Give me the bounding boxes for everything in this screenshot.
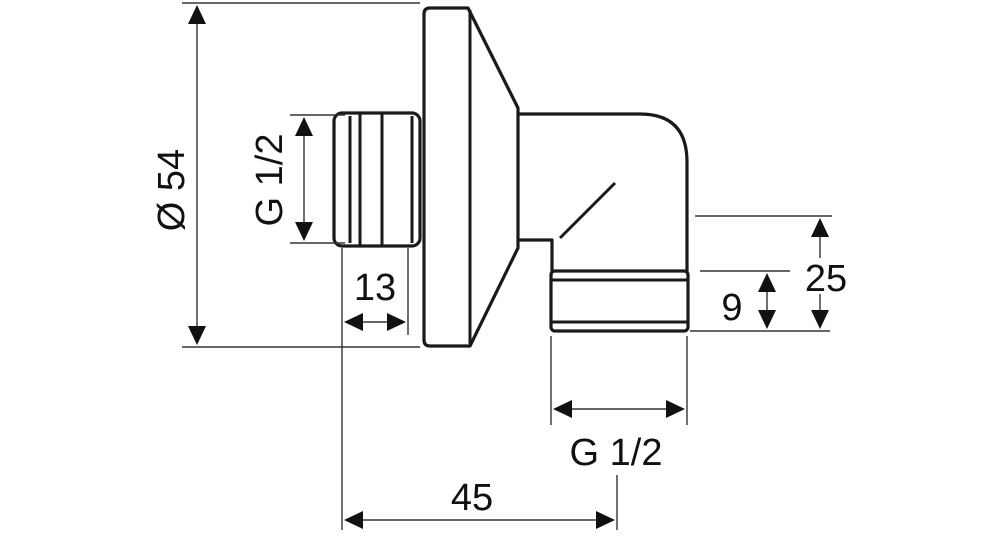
arrow-up-icon xyxy=(188,5,206,24)
outlet-thread-dimension: G 1/2 xyxy=(550,336,688,474)
arrow-left-icon xyxy=(553,400,572,418)
outlet-length-dimension: 9 xyxy=(690,270,830,332)
arrow-right-icon xyxy=(387,313,406,331)
arrow-down-icon xyxy=(758,310,776,329)
outlet-height-dimension: 25 xyxy=(695,215,847,329)
overall-depth-label: 45 xyxy=(451,477,493,519)
arrow-left-icon xyxy=(344,313,363,331)
arrow-down-icon xyxy=(811,310,829,329)
arrow-left-icon xyxy=(344,511,363,529)
arrow-right-icon xyxy=(666,400,685,418)
inlet-length-label: 13 xyxy=(354,267,396,309)
arrow-right-icon xyxy=(596,511,615,529)
arrow-down-icon xyxy=(295,222,313,241)
outlet-spigot xyxy=(549,269,690,333)
outlet-height-label: 25 xyxy=(805,258,847,300)
inlet-thread-dimension: G 1/2 xyxy=(249,114,345,244)
elbow-body xyxy=(498,112,689,274)
arrow-up-icon xyxy=(811,218,829,237)
inlet-length-dimension: 13 xyxy=(341,248,409,530)
arrow-up-icon xyxy=(295,117,313,136)
arrow-down-icon xyxy=(188,326,206,345)
arrow-up-icon xyxy=(758,273,776,292)
inlet-stub xyxy=(332,111,422,248)
wall-elbow-part xyxy=(332,6,690,348)
outlet-thread-label: G 1/2 xyxy=(570,432,663,474)
inlet-thread-label: G 1/2 xyxy=(249,134,291,227)
diameter-dimension: Ø 54 xyxy=(151,2,420,348)
overall-depth-dimension: 45 xyxy=(344,475,618,530)
diameter-label: Ø 54 xyxy=(151,149,193,231)
flange-rosette xyxy=(422,6,520,348)
outlet-length-label: 9 xyxy=(721,287,742,329)
